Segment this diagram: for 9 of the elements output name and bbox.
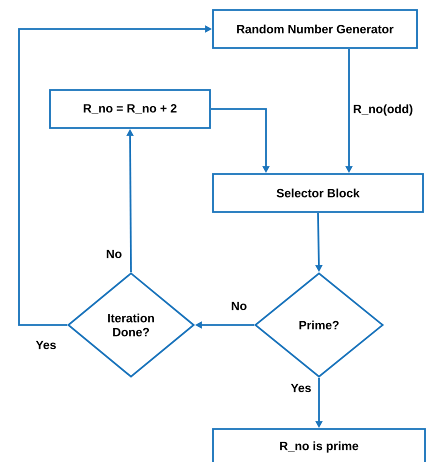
edge-label: R_no(odd) (352, 103, 414, 117)
process-box: Selector Block (212, 173, 424, 213)
edge-label: Yes (290, 382, 312, 394)
edge-label: No (230, 300, 248, 312)
process-box: R_no is prime (212, 428, 426, 462)
process-box: Random Number Generator (212, 9, 418, 49)
process-box: R_no = R_no + 2 (49, 89, 211, 129)
edge-label: No (105, 248, 123, 260)
edge-label: Yes (34, 340, 58, 350)
